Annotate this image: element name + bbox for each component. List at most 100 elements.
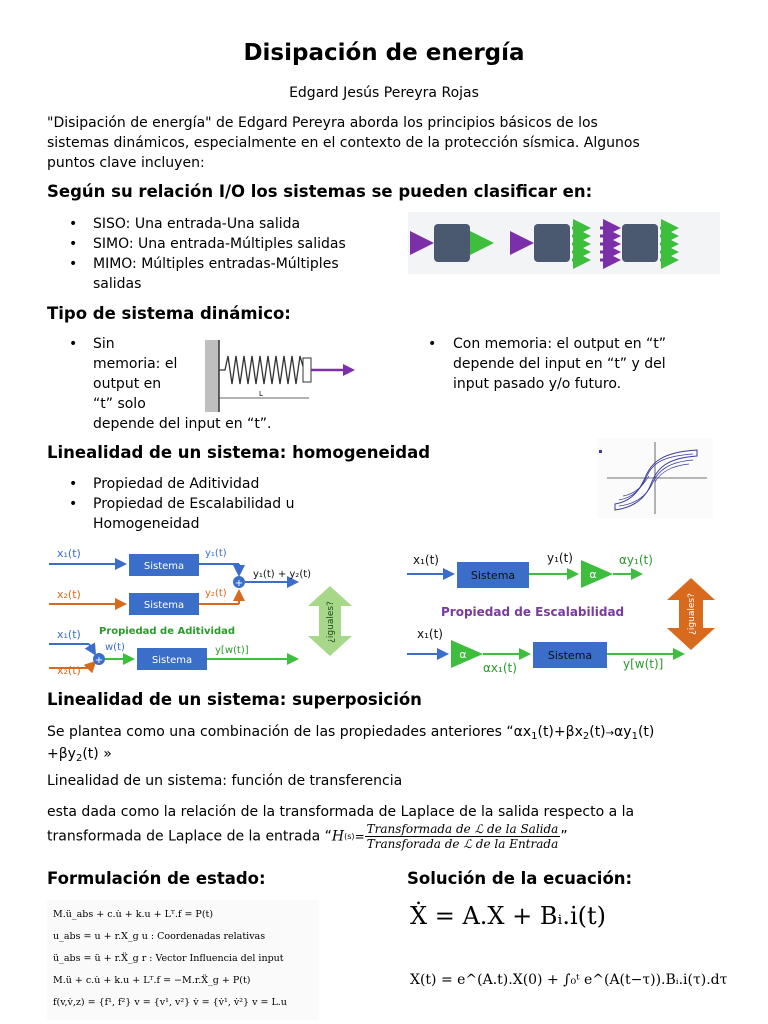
state-equations: M.ü_abs + c.u̇ + k.u + Lᵀ.f = P(t) u_abs… xyxy=(47,900,319,1020)
scalability-label: Propiedad de Escalabilidad xyxy=(441,605,624,619)
alpha-label: α xyxy=(589,568,596,581)
equality-arrow: ¿iguales? xyxy=(667,578,715,650)
page-title: Disipación de energía xyxy=(243,40,525,66)
text-line: memoria: el xyxy=(93,356,178,372)
text-line: input pasado y/o futuro. xyxy=(453,376,622,392)
bullet: • xyxy=(428,336,437,352)
author: Edgard Jesús Pereyra Rojas xyxy=(289,85,479,101)
spring-length-label: L xyxy=(259,390,263,398)
box-label: Sistema xyxy=(471,569,515,582)
text-fragment: +βy xyxy=(47,746,76,762)
label-x1: x₁(t) xyxy=(57,547,81,560)
text-fragment: ” xyxy=(560,828,568,845)
text-line: depende del input en “t”. xyxy=(93,416,272,432)
homog-list: Propiedad de Aditividad Propiedad de Esc… xyxy=(47,474,407,534)
formula-h: H xyxy=(331,828,345,845)
fraction-denominator: Transforada de ℒ de la Entrada xyxy=(366,837,559,851)
arrow-symbol: → xyxy=(605,728,615,739)
label-w: w(t) xyxy=(105,642,125,653)
text-line: Se plantea como una combinación de las p… xyxy=(47,722,737,744)
text-fragment: (t)+βx xyxy=(537,724,583,740)
hysteresis-plot xyxy=(597,438,713,518)
scalability-diagram: x₁(t) Sistema y₁(t) α αy₁(t) Propiedad d… xyxy=(407,551,715,675)
solution-equation-1: Ẋ = A.X + Bᵢ.i(t) xyxy=(410,902,607,930)
section-heading-homogeneidad: Linealidad de un sistema: homogeneidad xyxy=(47,443,431,462)
list-item: SISO: Una entrada-Una salida xyxy=(47,214,407,234)
equation-line: f(v,v̇,z) = {f¹, f²} v = {v¹, v²} v̇ = {… xyxy=(53,997,287,1008)
text-line: Sin xyxy=(93,336,115,352)
list-item-line: MIMO: Múltiples entradas-Múltiples xyxy=(93,256,339,272)
io-list: SISO: Una entrada-Una salida SIMO: Una e… xyxy=(47,214,407,294)
equation-line: u_abs = u + r.X_g u : Coordenadas relati… xyxy=(53,931,266,942)
list-item: Propiedad de Aditividad xyxy=(47,474,407,494)
formula-s: (s) xyxy=(344,832,355,841)
transfer-function-title: Linealidad de un sistema: función de tra… xyxy=(47,773,403,789)
siso-diagram xyxy=(410,224,494,262)
list-item: Propiedad de Escalabilidad u Homogeneida… xyxy=(47,494,407,534)
list-item-line: Homogeneidad xyxy=(93,516,200,532)
text-fragment: (t) xyxy=(637,724,655,740)
subscript: 1 xyxy=(531,731,538,742)
text-line: output en xyxy=(93,376,162,392)
box-label: Sistema xyxy=(144,561,184,572)
simo-diagram xyxy=(510,219,591,269)
label-ax1: αx₁(t) xyxy=(483,661,517,675)
label-x1b: x₁(t) xyxy=(57,628,81,641)
question-label: ¿iguales? xyxy=(326,601,336,643)
con-memoria-item: • Con memoria: el output en “t” depende … xyxy=(426,334,746,394)
section-heading-solucion: Solución de la ecuación: xyxy=(407,869,633,888)
label-ay1: αy₁(t) xyxy=(619,553,653,567)
spring-diagram: L xyxy=(205,340,355,412)
box-label: Sistema xyxy=(144,600,184,611)
solution-equation-2: X(t) = e^(A.t).X(0) + ∫₀ᵗ e^(A(t−τ)).Bᵢ.… xyxy=(410,972,728,988)
io-systems-diagram xyxy=(408,212,720,274)
text-fragment: (t) » xyxy=(82,746,112,762)
box-label: Sistema xyxy=(548,649,592,662)
list-item: SIMO: Una entrada-Múltiples salidas xyxy=(47,234,407,254)
text-line: Con memoria: el output en “t” xyxy=(453,336,667,352)
section-heading-superposicion: Linealidad de un sistema: superposición xyxy=(47,690,422,709)
sum-symbol: + xyxy=(235,578,243,589)
list-item-line: Propiedad de Escalabilidad u xyxy=(93,496,295,512)
text-line: “t” solo xyxy=(93,396,146,412)
section-heading-estado: Formulación de estado: xyxy=(47,869,266,888)
alpha-label: α xyxy=(459,648,466,661)
label-x2: x₂(t) xyxy=(57,588,81,601)
equation-line: M.ü_abs + c.u̇ + k.u + Lᵀ.f = P(t) xyxy=(53,909,214,920)
intro-line: puntos clave incluyen: xyxy=(47,155,205,171)
equation-line: ü_abs = ü + r.Ẍ_g r : Vector Influencia … xyxy=(53,953,284,964)
box-label: Sistema xyxy=(152,655,192,666)
intro-paragraph: "Disipación de energía" de Edgard Pereyr… xyxy=(47,113,737,173)
intro-line: sistemas dinámicos, especialmente en el … xyxy=(47,135,640,151)
text-fragment: Se plantea como una combinación de las p… xyxy=(47,724,532,740)
label-yw: y[w(t)] xyxy=(623,657,663,671)
text-fragment: (t) xyxy=(589,724,606,740)
superposition-paragraph: Se plantea como una combinación de las p… xyxy=(47,722,737,766)
transfer-formula-line: transformada de Laplace de la entrada “H… xyxy=(47,822,747,851)
list-item: MIMO: Múltiples entradas-Múltiples salid… xyxy=(47,254,407,294)
equation-line: M.ü + c.u̇ + k.u + Lᵀ.f = −M.r.Ẍ_g + P(t… xyxy=(53,975,251,986)
text-fragment: αy xyxy=(614,724,632,740)
label-y1: y₁(t) xyxy=(205,548,227,559)
additivity-label: Propiedad de Aditividad xyxy=(99,626,235,637)
sin-memoria-item: • Sin memoria: el output en “t” solo dep… xyxy=(47,334,367,434)
intro-line: "Disipación de energía" de Edgard Pereyr… xyxy=(47,115,598,131)
fraction-numerator: Transformada de ℒ de la Salida xyxy=(364,822,561,837)
mimo-diagram xyxy=(600,219,679,269)
transfer-function-line: esta dada como la relación de la transfo… xyxy=(47,804,635,820)
label-yw: y[w(t)] xyxy=(215,645,249,656)
section-heading-io: Según su relación I/O los sistemas se pu… xyxy=(47,182,593,201)
section-heading-tipo: Tipo de sistema dinámico: xyxy=(47,304,291,323)
label-y2: y₂(t) xyxy=(205,588,227,599)
question-label: ¿iguales? xyxy=(687,593,697,635)
subscript: 2 xyxy=(75,753,83,764)
subscript: 1 xyxy=(631,731,638,742)
text-line: depende del input en “t” y del xyxy=(453,356,666,372)
label-y1: y₁(t) xyxy=(547,551,573,565)
additivity-diagram: x₁(t) Sistema y₁(t) + y₁(t) + y₂(t) x₂(t… xyxy=(49,547,352,677)
text-fragment: transformada de Laplace de la entrada “ xyxy=(47,828,332,845)
label-x1: x₁(t) xyxy=(413,553,439,567)
subscript: 2 xyxy=(582,731,590,742)
label-ysum: y₁(t) + y₂(t) xyxy=(253,569,311,580)
